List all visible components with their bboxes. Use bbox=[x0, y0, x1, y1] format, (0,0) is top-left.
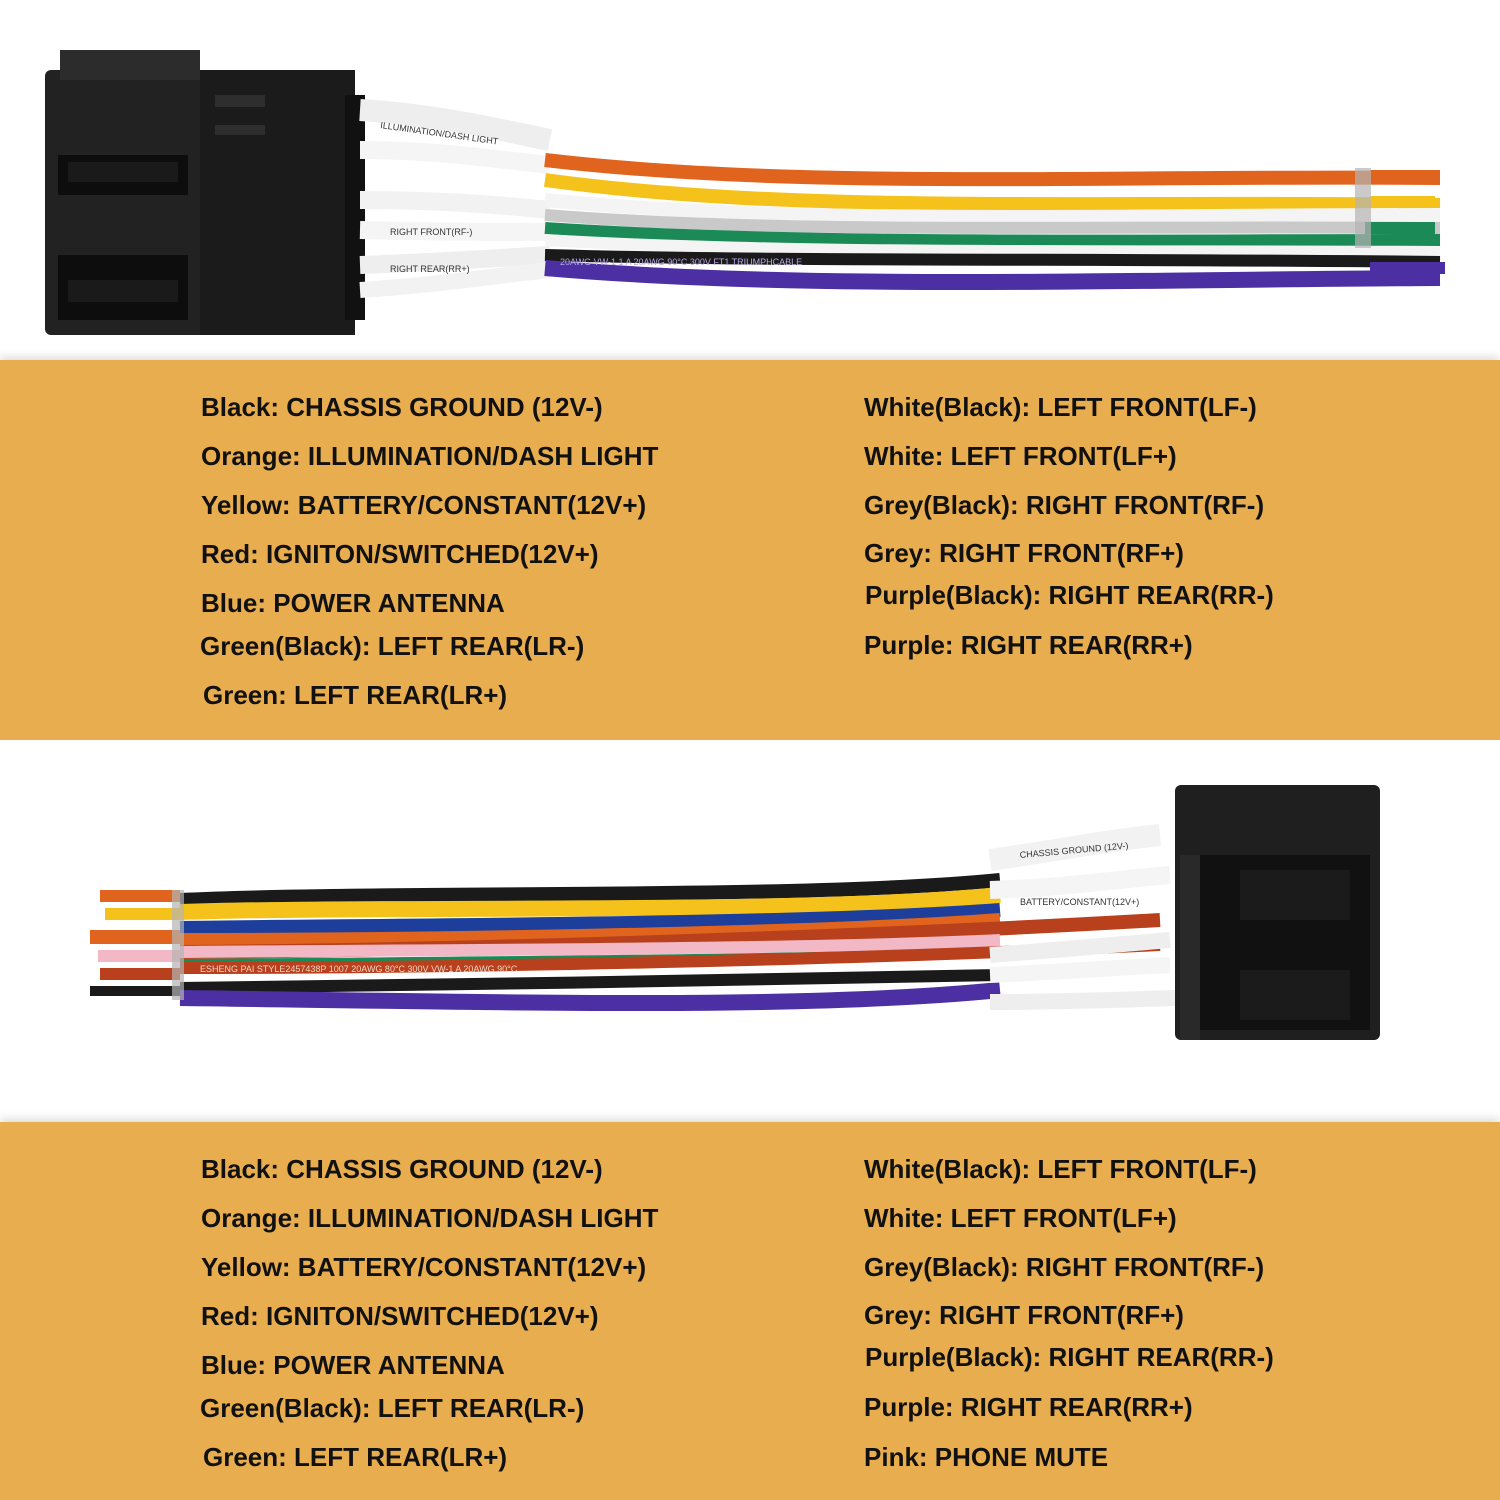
legend-item-grey: Grey: RIGHT FRONT(RF+) bbox=[864, 538, 1184, 568]
legend-item-green: Green: LEFT REAR(LR+) bbox=[203, 680, 508, 710]
bottom-harness-graphic: CHASSIS GROUND (12V-) BATTERY/CONSTANT(1… bbox=[90, 785, 1380, 1040]
wire-bundle bbox=[179, 873, 1161, 1011]
wire-tips bbox=[1355, 168, 1445, 274]
sleeve-label: RIGHT REAR(RR+) bbox=[390, 264, 470, 274]
iso-female-connector-icon bbox=[1175, 785, 1380, 1040]
legend-item-purple: Purple: RIGHT REAR(RR+) bbox=[864, 630, 1193, 660]
legend-band-top: Black: CHASSIS GROUND (12V-) Orange: ILL… bbox=[0, 360, 1500, 740]
cable-print: 20AWG VW-1 1 A 20AWG 90°C 300V FT1 TRIUM… bbox=[560, 257, 802, 267]
white-sleeves bbox=[988, 824, 1176, 1010]
legend-item-blue: Blue: POWER ANTENNA bbox=[201, 588, 505, 618]
sleeve-label: BATTERY/CONSTANT(12V+) bbox=[1020, 897, 1139, 907]
wire-tips bbox=[90, 890, 184, 1000]
legend-item-orange: Orange: ILLUMINATION/DASH LIGHT bbox=[201, 1203, 659, 1233]
sleeve-label: RIGHT FRONT(RF-) bbox=[390, 227, 472, 237]
legend-item-purple: Purple: RIGHT REAR(RR+) bbox=[864, 1392, 1193, 1422]
legend-item-white: White: LEFT FRONT(LF+) bbox=[864, 441, 1177, 471]
legend-item-green-black: Green(Black): LEFT REAR(LR-) bbox=[200, 631, 585, 661]
legend-item-white-black: White(Black): LEFT FRONT(LF-) bbox=[864, 392, 1257, 422]
cable-print: ESHENG PAI STYLE2457438P 1007 20AWG 80°C… bbox=[200, 964, 518, 974]
legend-item-purple-black: Purple(Black): RIGHT REAR(RR-) bbox=[865, 1342, 1274, 1372]
legend-item-yellow: Yellow: BATTERY/CONSTANT(12V+) bbox=[201, 490, 647, 520]
legend-item-grey: Grey: RIGHT FRONT(RF+) bbox=[864, 1300, 1184, 1330]
legend-item-red: Red: IGNITON/SWITCHED(12V+) bbox=[201, 1301, 599, 1331]
legend-item-grey-black: Grey(Black): RIGHT FRONT(RF-) bbox=[864, 1252, 1265, 1282]
bottom-harness-photo: CHASSIS GROUND (12V-) BATTERY/CONSTANT(1… bbox=[0, 740, 1500, 1122]
legend-item-blue: Blue: POWER ANTENNA bbox=[201, 1350, 505, 1380]
white-sleeves bbox=[359, 99, 553, 298]
top-harness-photo: ILLUMINATION/DASH LIGHT RIGHT FRONT(RF-)… bbox=[0, 0, 1500, 360]
wire-bundle bbox=[544, 153, 1441, 290]
legend-item-red: Red: IGNITON/SWITCHED(12V+) bbox=[201, 539, 599, 569]
legend-item-grey-black: Grey(Black): RIGHT FRONT(RF-) bbox=[864, 490, 1265, 520]
legend-item-yellow: Yellow: BATTERY/CONSTANT(12V+) bbox=[201, 1252, 647, 1282]
legend-item-black: Black: CHASSIS GROUND (12V-) bbox=[201, 1154, 603, 1184]
legend-item-orange: Orange: ILLUMINATION/DASH LIGHT bbox=[201, 441, 659, 471]
legend-item-green-black: Green(Black): LEFT REAR(LR-) bbox=[200, 1393, 585, 1423]
legend-item-pink: Pink: PHONE MUTE bbox=[864, 1442, 1109, 1472]
legend-item-white: White: LEFT FRONT(LF+) bbox=[864, 1203, 1177, 1233]
legend-band-bottom: Black: CHASSIS GROUND (12V-) Orange: ILL… bbox=[0, 1122, 1500, 1500]
legend-item-purple-black: Purple(Black): RIGHT REAR(RR-) bbox=[865, 580, 1274, 610]
legend-item-white-black: White(Black): LEFT FRONT(LF-) bbox=[864, 1154, 1257, 1184]
legend-item-green: Green: LEFT REAR(LR+) bbox=[203, 1442, 508, 1472]
legend-item-black: Black: CHASSIS GROUND (12V-) bbox=[201, 392, 603, 422]
iso-female-connector-icon bbox=[45, 50, 365, 335]
top-harness-graphic: ILLUMINATION/DASH LIGHT RIGHT FRONT(RF-)… bbox=[45, 50, 1445, 335]
